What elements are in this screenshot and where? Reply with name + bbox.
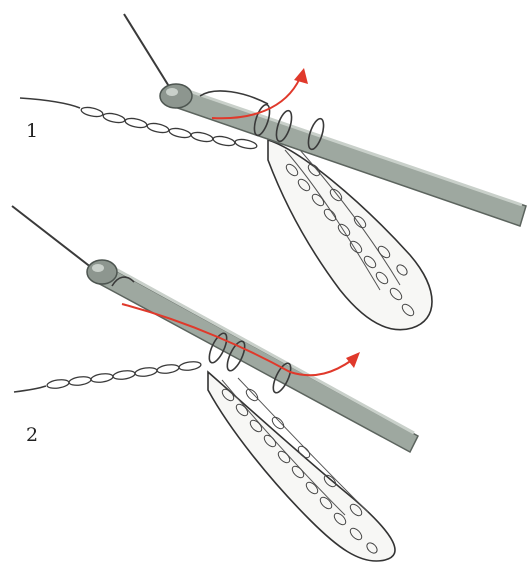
- step-1-working-yarn: [124, 14, 170, 88]
- step-1-label: 1: [26, 120, 38, 142]
- step-2-fabric-swatch: [208, 372, 395, 561]
- step-2-label: 2: [26, 424, 38, 446]
- step-2-foundation-chain: [14, 361, 201, 392]
- step-2-working-yarn: [12, 206, 92, 268]
